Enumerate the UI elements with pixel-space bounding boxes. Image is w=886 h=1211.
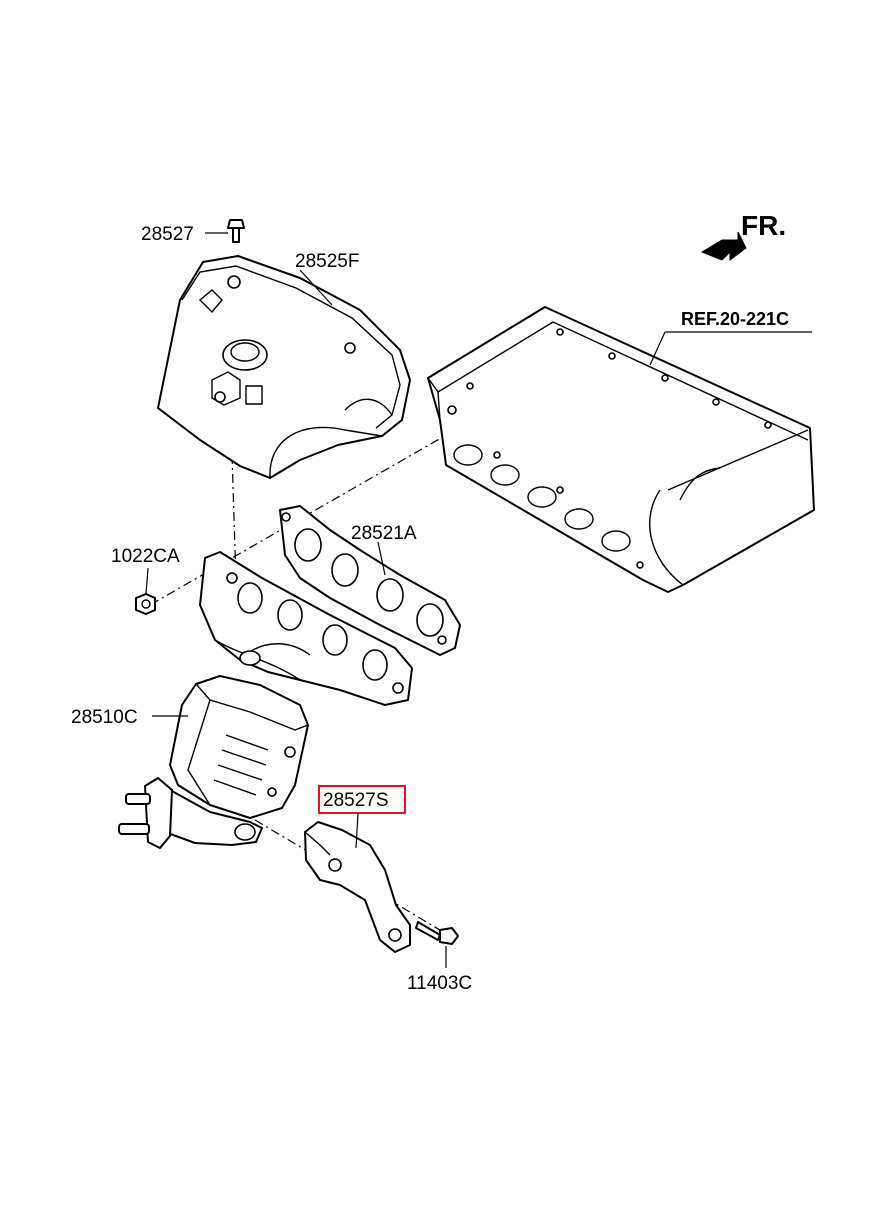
manifold-gasket: 28521A xyxy=(279,505,461,656)
nut-callout: 1022CA xyxy=(111,546,180,567)
manifold-catalyst-callout: 28510C xyxy=(71,707,138,728)
heat-protector: 28525F xyxy=(157,251,411,479)
flange-bolt-callout: 11403C xyxy=(407,973,472,994)
stay-bracket: 28527S xyxy=(304,785,411,953)
front-label: FR. xyxy=(741,210,786,241)
reference-label: REF.20-221C xyxy=(681,309,789,329)
front-arrow-icon xyxy=(700,231,747,261)
gasket-callout: 28521A xyxy=(351,523,417,544)
flange-bolt: 11403C xyxy=(407,921,472,994)
top-bolt: 28527 xyxy=(141,219,245,245)
heat-protector-callout: 28525F xyxy=(295,251,359,272)
cylinder-head-reference: REF.20-221C xyxy=(427,306,815,593)
exhaust-manifold-catalyst: 28510C xyxy=(71,551,413,849)
front-orientation-indicator: FR. xyxy=(700,210,786,261)
highlight-box xyxy=(318,785,406,814)
cylinder-head-ports xyxy=(447,328,772,569)
top-bolt-callout: 28527 xyxy=(141,224,194,245)
stay-bracket-callout[interactable]: 28527S xyxy=(323,790,389,811)
flange-nut: 1022CA xyxy=(111,546,180,615)
